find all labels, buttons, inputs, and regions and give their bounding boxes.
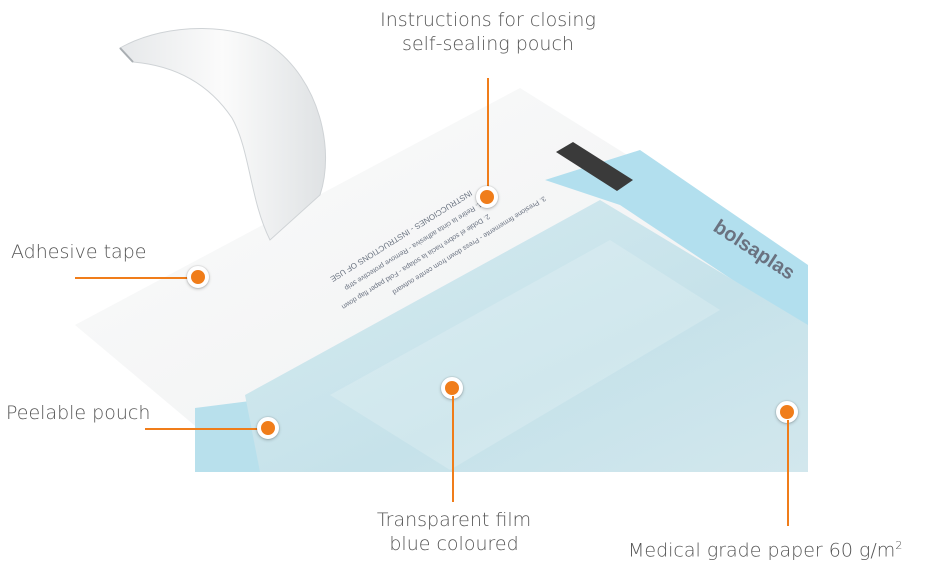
seal-band-right xyxy=(545,150,808,330)
film-label: Transparent film blue coloured xyxy=(340,508,568,556)
adhesive-tape xyxy=(119,28,326,241)
paper-leader-line xyxy=(787,420,789,526)
adhesive-label: Adhesive tape xyxy=(11,241,147,263)
paper-label-superscript: 2 xyxy=(895,539,903,552)
adhesive-leader-line xyxy=(75,277,198,279)
instructions-label-line2: self-sealing pouch xyxy=(402,33,574,55)
adhesive-tape-edge xyxy=(119,47,134,63)
film-label-line2: blue coloured xyxy=(389,533,519,555)
paper-label: Medical grade paper 60 g/m2 xyxy=(628,534,902,562)
instructions-label-line1: Instructions for closing xyxy=(380,9,596,31)
film-highlight xyxy=(330,240,720,470)
peelable-leader-line xyxy=(145,428,268,430)
paper-label-text: Medical grade paper 60 g/m xyxy=(628,539,896,562)
film-leader-line xyxy=(452,396,454,502)
instructions-leader-line xyxy=(487,78,489,192)
instructions-label: Instructions for closing self-sealing po… xyxy=(364,8,612,56)
peelable-marker xyxy=(257,417,279,439)
film-body xyxy=(245,200,808,472)
instructions-marker xyxy=(476,186,498,208)
film-label-line1: Transparent film xyxy=(376,509,532,531)
code-label xyxy=(556,142,633,191)
adhesive-marker xyxy=(187,266,209,288)
peelable-label: Peelable pouch xyxy=(6,402,151,424)
